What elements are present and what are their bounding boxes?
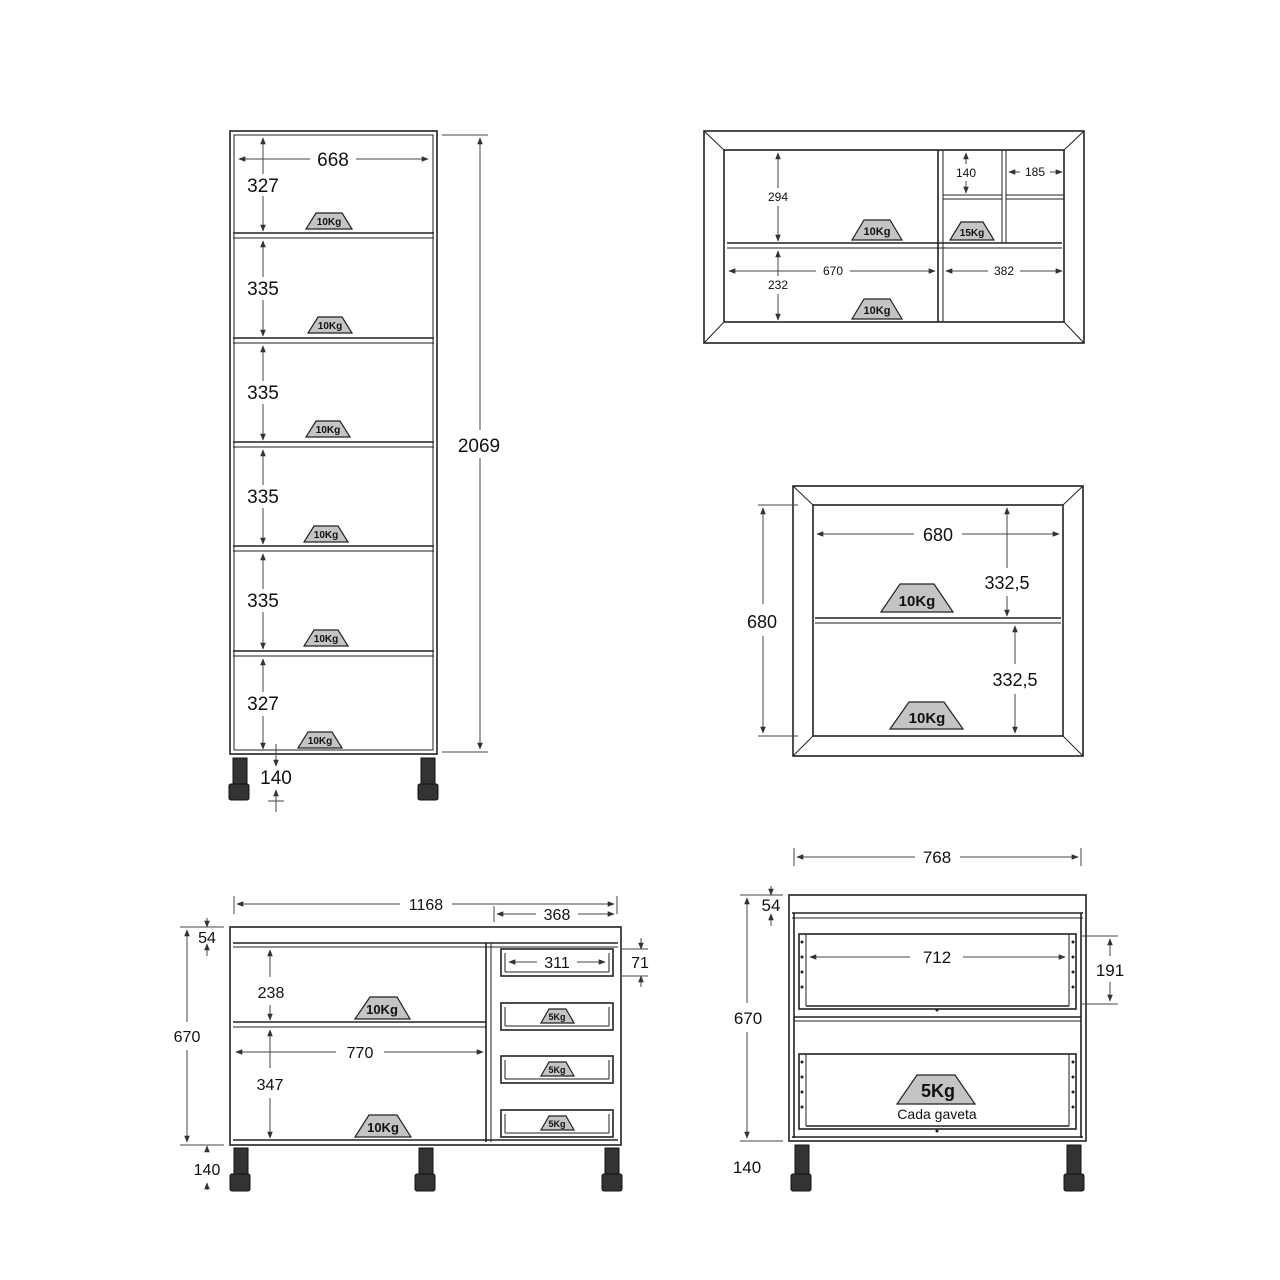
wall-cabinet-square: 680 680 332,5 332,5 10Kg 10Kg bbox=[747, 485, 1084, 757]
load-badge: 5Kg bbox=[539, 1061, 576, 1077]
drawer bbox=[500, 948, 614, 977]
wide-small-a: 140 bbox=[956, 166, 976, 180]
load-badge: 10Kg bbox=[296, 731, 344, 749]
leg bbox=[228, 757, 250, 801]
combo-inner-width: 770 bbox=[347, 1045, 374, 1062]
combo-bottom-shelf: 347 bbox=[257, 1077, 284, 1094]
svg-text:10Kg: 10Kg bbox=[316, 425, 340, 436]
svg-text:5Kg: 5Kg bbox=[548, 1012, 565, 1022]
load-badge: 10Kg bbox=[304, 420, 352, 438]
shelf-3-height: 335 bbox=[247, 383, 279, 404]
load-badge: 10Kg bbox=[353, 1114, 413, 1138]
tall-leg-label: 140 bbox=[260, 768, 292, 789]
load-badge: 10Kg bbox=[302, 525, 350, 543]
load-badge: 10Kg bbox=[888, 701, 965, 730]
leg bbox=[414, 1147, 436, 1192]
svg-text:5Kg: 5Kg bbox=[548, 1065, 565, 1075]
load-badge: 10Kg bbox=[850, 298, 904, 320]
svg-text:5Kg: 5Kg bbox=[921, 1081, 955, 1101]
leg bbox=[1063, 1144, 1085, 1192]
svg-text:10Kg: 10Kg bbox=[308, 736, 332, 747]
wide-left-width: 670 bbox=[823, 264, 843, 278]
svg-text:10Kg: 10Kg bbox=[318, 321, 342, 332]
wide-small-b: 185 bbox=[1025, 165, 1045, 179]
svg-text:10Kg: 10Kg bbox=[899, 593, 936, 610]
leg bbox=[601, 1147, 623, 1192]
drawer bbox=[500, 1109, 614, 1138]
svg-text:10Kg: 10Kg bbox=[367, 1120, 399, 1135]
drawers-width-label: 768 bbox=[923, 848, 951, 867]
load-badge: 5Kg bbox=[895, 1074, 977, 1105]
tall-cabinet: 668 2069 327 335 335 335 335 327 140 bbox=[228, 130, 500, 812]
wall-cabinet-wide: 294 232 670 382 140 185 10Kg 15Kg 10Kg bbox=[703, 130, 1085, 344]
leg bbox=[417, 757, 439, 801]
svg-text:10Kg: 10Kg bbox=[864, 305, 891, 317]
svg-text:10Kg: 10Kg bbox=[366, 1002, 398, 1017]
shelf-4-height: 335 bbox=[247, 487, 279, 508]
combo-top-shelf: 238 bbox=[258, 985, 285, 1002]
load-badge: 15Kg bbox=[948, 221, 996, 241]
tall-height-label: 2069 bbox=[458, 436, 500, 457]
combo-top-rail: 54 bbox=[198, 930, 216, 947]
shelf-6-height: 327 bbox=[247, 694, 279, 715]
svg-text:5Kg: 5Kg bbox=[548, 1119, 565, 1129]
combo-leg-label: 140 bbox=[194, 1162, 221, 1179]
drawer bbox=[500, 1002, 614, 1031]
load-badge: 10Kg bbox=[302, 629, 350, 647]
load-badge: 5Kg bbox=[539, 1115, 576, 1131]
load-badge: 10Kg bbox=[304, 212, 354, 230]
drawers-drawer-height: 191 bbox=[1096, 961, 1124, 980]
leg bbox=[790, 1144, 812, 1192]
combo-height-label: 670 bbox=[174, 1029, 201, 1046]
wide-right-width: 382 bbox=[994, 264, 1014, 278]
shelf-1-height: 327 bbox=[247, 176, 279, 197]
drawer bbox=[500, 1055, 614, 1084]
base-cabinet-combo: 1168 368 670 54 140 238 347 770 311 bbox=[174, 896, 649, 1192]
load-badge: 10Kg bbox=[353, 996, 412, 1020]
drawer bbox=[798, 1053, 1077, 1133]
shelf-2-height: 335 bbox=[247, 279, 279, 300]
square-bottom-height: 332,5 bbox=[992, 670, 1037, 690]
drawers-top-rail: 54 bbox=[762, 896, 781, 915]
load-badge: 10Kg bbox=[850, 219, 904, 241]
svg-text:10Kg: 10Kg bbox=[314, 530, 338, 541]
svg-text:10Kg: 10Kg bbox=[909, 710, 946, 727]
combo-drawer-section-width: 368 bbox=[544, 907, 571, 924]
load-badge: 5Kg bbox=[539, 1008, 576, 1024]
drawer bbox=[798, 933, 1077, 1012]
square-height-label: 680 bbox=[747, 612, 777, 632]
svg-text:10Kg: 10Kg bbox=[314, 634, 338, 645]
svg-text:10Kg: 10Kg bbox=[864, 226, 891, 238]
wide-top-height: 294 bbox=[768, 190, 788, 204]
square-width-label: 680 bbox=[923, 525, 953, 545]
combo-width-label: 1168 bbox=[409, 897, 444, 914]
load-badge: 10Kg bbox=[306, 316, 354, 334]
base-cabinet-drawers: 768 670 54 140 712 191 5Kg Cada gaveta bbox=[733, 848, 1124, 1192]
drawers-height-label: 670 bbox=[734, 1009, 762, 1028]
drawers-inner-width: 712 bbox=[923, 948, 951, 967]
drawers-leg-label: 140 bbox=[733, 1158, 761, 1177]
square-top-height: 332,5 bbox=[984, 573, 1029, 593]
combo-drawer-inner-width: 311 bbox=[544, 955, 570, 972]
load-badge: 10Kg bbox=[879, 583, 955, 613]
shelf-5-height: 335 bbox=[247, 591, 279, 612]
tall-width-label: 668 bbox=[317, 150, 349, 171]
svg-text:15Kg: 15Kg bbox=[960, 228, 984, 239]
drawers-load-note: Cada gaveta bbox=[897, 1106, 977, 1122]
leg bbox=[229, 1147, 251, 1192]
combo-drawer-front: 71 bbox=[631, 955, 649, 972]
svg-text:10Kg: 10Kg bbox=[317, 217, 341, 228]
wide-bottom-height: 232 bbox=[768, 278, 788, 292]
